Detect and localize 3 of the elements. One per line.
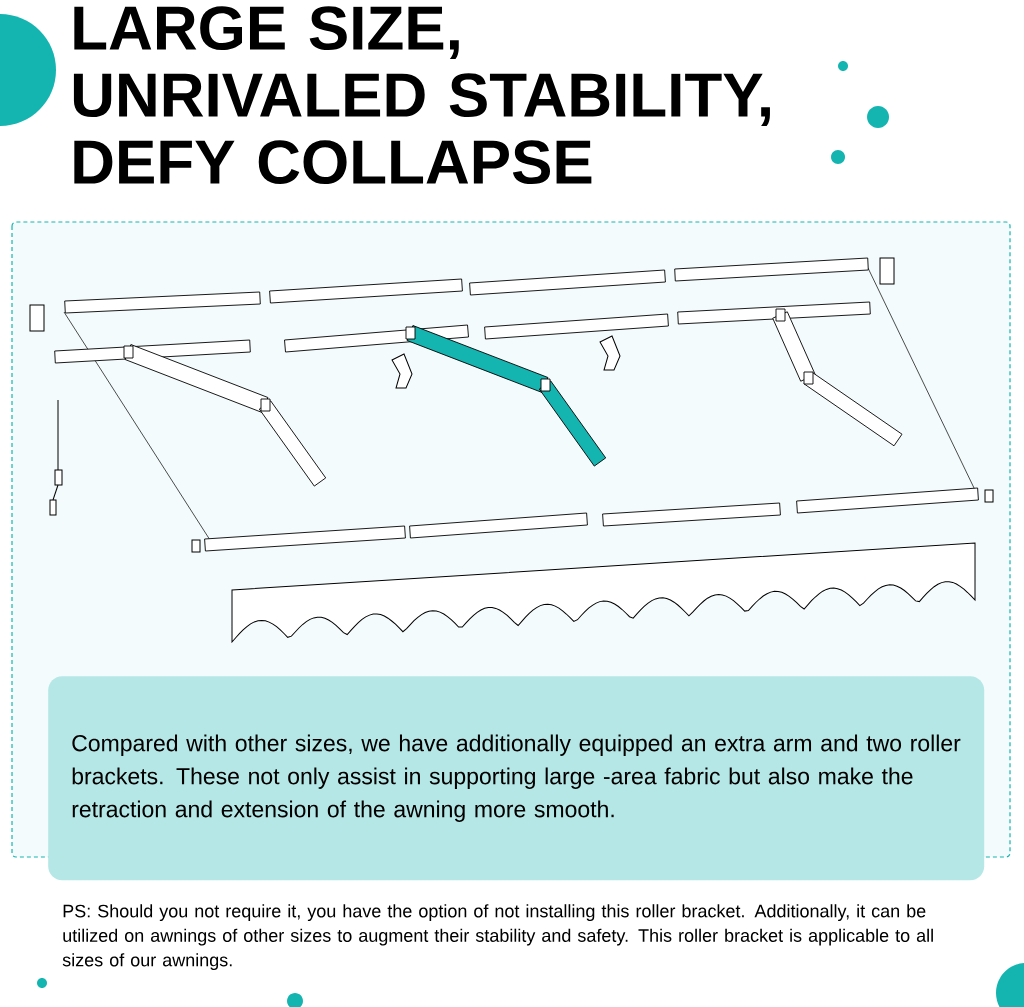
text-box: Compared with other sizes, we have additionally equipped an extra arm and two roller brackets. These not only assist in supporting large -area fabric but also make the retraction and extension of the awning more smooth. xyxy=(48,676,985,881)
note: PS: Should you not require it, you have the option of not installing this roller bracket. Additionally, it can be utilized on awnings of other sizes to augment their stability and safety. This roller bracket is applicable to all sizes of our awnings. xyxy=(62,904,933,970)
title: LARGE SIZE, UNRIVALED STABILITY, DEFY COLLAPSE xyxy=(73,6,770,185)
